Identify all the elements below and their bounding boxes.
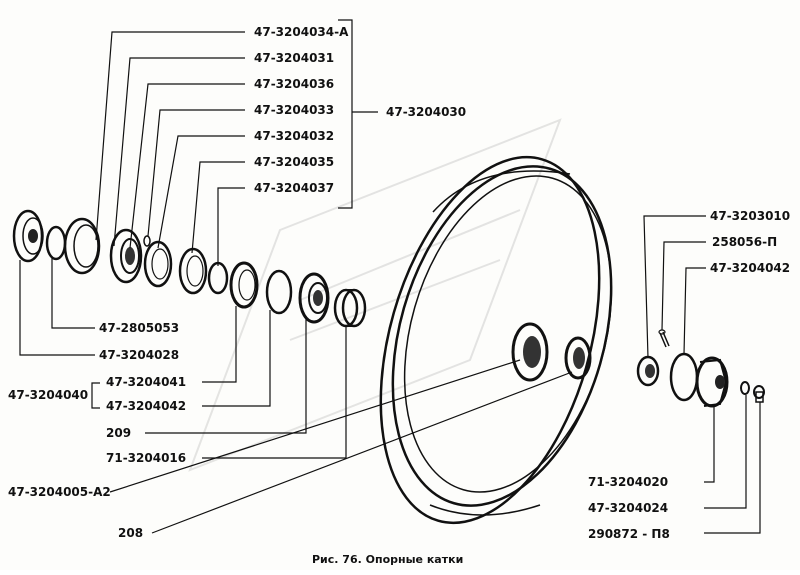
pin-part <box>143 235 151 247</box>
label-71-3204016: 71-3204016 <box>106 451 186 465</box>
bearing-housing-part <box>63 217 101 275</box>
label-47-3204028: 47-3204028 <box>99 348 179 362</box>
label-290872-p8: 290872 - П8 <box>588 527 670 541</box>
hub-cap-part <box>695 356 729 408</box>
label-47-3204036: 47-3204036 <box>254 77 334 91</box>
end-cap-part <box>12 209 44 263</box>
label-47-3204042-right: 47-3204042 <box>710 261 790 275</box>
road-wheel-part <box>379 155 613 525</box>
label-47-3204032: 47-3204032 <box>254 129 334 143</box>
seal-part <box>143 240 173 288</box>
label-258056-p: 258056-П <box>712 235 777 249</box>
o-ring-2-part <box>265 269 293 315</box>
plug-part <box>753 385 765 403</box>
label-47-3204031: 47-3204031 <box>254 51 334 65</box>
ring-part <box>207 261 229 295</box>
label-47-3203010: 47-3203010 <box>710 209 790 223</box>
washer-part <box>178 247 208 295</box>
label-209: 209 <box>106 426 131 440</box>
leader-lines <box>19 19 761 534</box>
label-71-3204020: 71-3204020 <box>588 475 668 489</box>
washer-2-part <box>740 381 750 395</box>
o-ring-part <box>45 225 67 261</box>
castle-nut-part <box>636 355 660 387</box>
label-47-3204024: 47-3204024 <box>588 501 668 515</box>
figure-caption: Рис. 76. Опорные катки <box>312 553 463 566</box>
label-47-3204035: 47-3204035 <box>254 155 334 169</box>
label-47-3204033: 47-3204033 <box>254 103 334 117</box>
label-47-3204042-left: 47-3204042 <box>106 399 186 413</box>
flange-part <box>109 228 143 284</box>
label-47-3204005-a2: 47-3204005-А2 <box>8 485 111 499</box>
part-labels: 47-3204034-А 47-3204031 47-3204036 47-32… <box>8 25 790 566</box>
bearing-209-part <box>298 272 330 324</box>
label-47-2805053: 47-2805053 <box>99 321 179 335</box>
label-47-3204030: 47-3204030 <box>386 105 466 119</box>
o-ring-3-part <box>669 352 699 402</box>
label-47-3204040: 47-3204040 <box>8 388 88 402</box>
sleeve-part <box>333 288 367 328</box>
collar-part <box>229 261 259 309</box>
label-208: 208 <box>118 526 143 540</box>
label-47-3204034-a: 47-3204034-А <box>254 25 349 39</box>
label-47-3204041: 47-3204041 <box>106 375 186 389</box>
cotter-pin-part <box>658 329 670 348</box>
label-47-3204037: 47-3204037 <box>254 181 334 195</box>
watermark <box>188 118 562 472</box>
